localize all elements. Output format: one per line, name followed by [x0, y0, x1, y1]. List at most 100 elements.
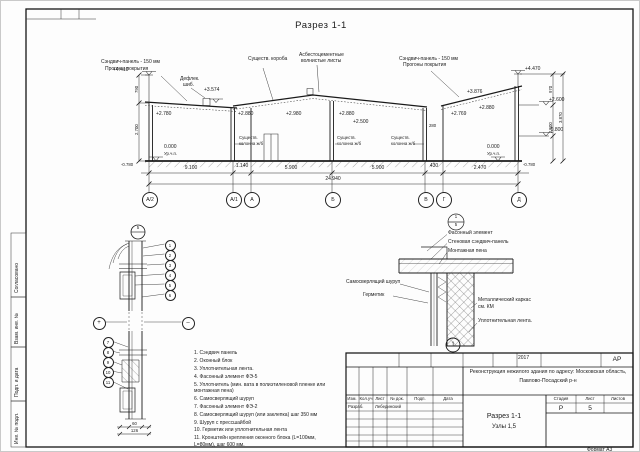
legend-item: 7. Фасонный элемент ФЭ-2 — [194, 403, 258, 410]
vert-dim-label: 3.870 — [558, 112, 563, 123]
legend-item: 8. Самосверлящий шуруп (или заклепка) ша… — [194, 411, 318, 418]
titleblock-header: Дата — [443, 395, 453, 401]
section-walls-columns — [148, 86, 519, 161]
vert-dim-label: 2.600 — [548, 122, 553, 133]
titleblock-code: АР — [612, 355, 622, 363]
node-ref-bottom: 5 — [454, 221, 458, 227]
left-panel-label2: Прогоны покрытия — [105, 65, 149, 72]
callout-number: 11 — [102, 376, 114, 388]
node1-bubble-label: 1 — [451, 341, 455, 348]
legend-item: 10. Герметик или уплотнительная лента — [194, 427, 288, 434]
titleblock-sheets-label: Листов — [611, 395, 625, 401]
column-label: Существ. — [239, 135, 258, 140]
dimension-lines — [138, 73, 565, 192]
callout-number: 10 — [102, 366, 114, 378]
callout-number: 6 — [164, 289, 176, 301]
callout-number: 9 — [102, 356, 114, 368]
minus-marker: – — [181, 316, 195, 330]
legend-item: 9. Шуруп с прессшайбой — [194, 419, 252, 426]
callout-number: 1 — [164, 239, 176, 251]
elevation-label: +2.880 — [238, 111, 254, 117]
total-dimension-label: 24.940 — [325, 176, 341, 182]
elevation-label: +2.880 — [479, 105, 495, 111]
titleblock-header: Кол.уч — [359, 395, 373, 401]
left-panel-label: Сэндвич-панель - 150 мм — [101, 59, 160, 65]
right-panel-label: Сэндвич-панель - 150 мм — [399, 56, 458, 62]
axis-bubble: Г — [436, 192, 452, 208]
elevation-label: +2.769 — [451, 111, 467, 117]
vert-dim-label: 970 — [548, 85, 553, 93]
elevation-zero: 0.000 — [487, 144, 500, 150]
annotation-leaders — [160, 64, 460, 145]
callout-number: 2 — [164, 249, 176, 261]
elevation-label: +2.780 — [156, 111, 172, 117]
column-label2: колонна ж/б — [391, 140, 416, 146]
axis-bubble: А/1 — [226, 192, 242, 208]
stamp-podp-data: Подп. и дата — [14, 367, 20, 397]
stamp-soglasovano: Согласовано — [14, 262, 20, 293]
titleblock-doc-line2: Узлы 1,5 — [492, 424, 516, 430]
floor-level-label: Ур.ч.п. — [164, 150, 178, 156]
node1-label-shurup: Самосверлящий шуруп — [346, 279, 401, 285]
legend-item: 5. Уплотнитель (мин. вата в полиэтиленов… — [194, 381, 326, 394]
column-label: Существ. — [337, 135, 356, 140]
dimension-ticks — [136, 71, 566, 187]
page-title: Разрез 1-1 — [295, 20, 347, 31]
section-roofs — [144, 85, 523, 109]
detail-node1-linework — [392, 234, 514, 353]
callout-number: 3 — [164, 259, 176, 271]
vert-dim-label: 2.700 — [134, 124, 139, 135]
node-ref-top: 1 — [454, 213, 458, 219]
hatch-fills — [122, 161, 522, 382]
floor-level-label: Ур.ч.п. — [487, 150, 501, 156]
format-note: Формат А3 — [587, 446, 613, 452]
elevation-label: +3.574 — [204, 87, 220, 93]
node1-label-germetik: Герметик — [363, 291, 385, 298]
column-label2: колонна ж/б — [337, 140, 362, 146]
legend-item: 1. Сэндвич панель — [194, 350, 238, 356]
elevation-label: -0.780 — [523, 162, 536, 167]
stamp-vzam-inv: Взам. инв. № — [14, 313, 20, 344]
titleblock-sheet-value: 5 — [588, 404, 592, 412]
exist-korob-label: Существ. короба — [248, 56, 288, 62]
elevation-label: -0.780 — [121, 162, 134, 167]
axis-bubble: А — [244, 192, 260, 208]
titleblock-razrab-label: Разраб. — [348, 403, 364, 409]
callout-number: 8 — [102, 346, 114, 358]
detail-dim-label: 60 — [132, 420, 137, 426]
titleblock-project-line2: Павлово-Посадский р-н — [519, 378, 577, 384]
node1-label-karkas: Металлический каркас — [478, 297, 531, 303]
column-label: Существ. — [391, 135, 410, 140]
titleblock-stage-label: Стадия — [553, 395, 569, 401]
elevation-label: +3.876 — [467, 89, 483, 95]
legend-item: 6. Самосверлящий шуруп — [194, 395, 254, 402]
elevation-label: +2.500 — [353, 119, 369, 125]
callout-number: 5 — [164, 279, 176, 291]
vert-dim-label: 790 — [134, 85, 139, 93]
sheet-frame — [25, 8, 634, 448]
titleblock-project-line1: Реконструкция нежилого здания по адресу:… — [469, 369, 627, 375]
elevation-label: -0.800 — [549, 127, 564, 133]
section-fascia — [144, 89, 523, 112]
titleblock-grid — [345, 352, 634, 448]
dimension-label: 5.900 — [284, 164, 298, 171]
callout-number: 4 — [164, 269, 176, 281]
plus-marker: + — [92, 316, 106, 330]
elevation-label: +2.880 — [339, 111, 355, 117]
node5-bubble-label: 5 — [136, 224, 140, 230]
detail-dim-label: 126 — [130, 428, 139, 433]
titleblock-year: 2017 — [518, 355, 530, 361]
deflector-label2: шиб. — [183, 82, 195, 88]
stamp-inv-podl: Инв. № подл. — [14, 412, 20, 444]
dim-280: 280 — [429, 123, 437, 128]
section-misc — [142, 70, 553, 162]
titleblock-sheet-label: Лист — [585, 395, 595, 401]
callout-number: 7 — [102, 336, 114, 348]
titleblock-stage-value: Р — [558, 404, 564, 412]
axis-bubble: Б — [325, 192, 341, 208]
elevation-label: +2.600 — [549, 97, 565, 103]
titleblock-header: № док. — [390, 395, 404, 401]
legend-item: 2. Оконный блок — [194, 357, 233, 364]
